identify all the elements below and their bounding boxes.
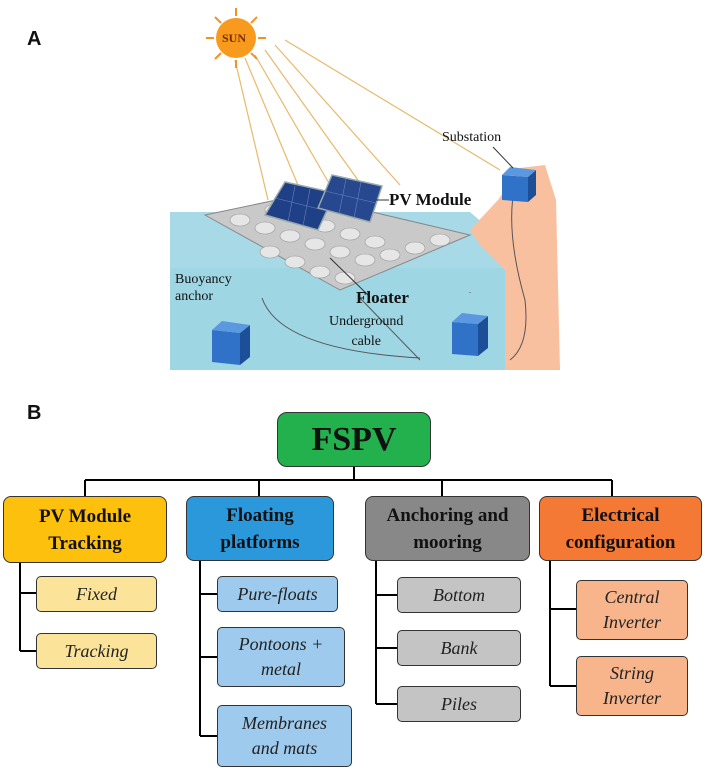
item-pontoons-metal: Pontoons + metal: [217, 627, 345, 687]
sun-label: SUN: [222, 31, 247, 45]
fspv-root-box: FSPV: [277, 412, 431, 467]
underground-cable-label: Underground cable: [329, 314, 404, 349]
item-string-inverter: String Inverter: [576, 656, 688, 716]
panel-a-label: A: [27, 28, 42, 50]
item-membranes-mats: Membranes and mats: [217, 705, 352, 767]
sun: [206, 8, 266, 68]
buoyancy-anchor-cube: [212, 321, 250, 365]
shore-bank: [470, 165, 560, 370]
item-central-inverter: Central Inverter: [576, 580, 688, 640]
cables: [261, 184, 527, 361]
category-pv-module-tracking: PV Module Tracking: [3, 496, 167, 563]
category-floating-platforms: Floating platforms: [186, 496, 334, 561]
category-electrical-configuration: Electrical configuration: [539, 496, 702, 561]
item-pure-floats: Pure-floats: [217, 576, 338, 612]
panel-b-label: B: [27, 402, 42, 424]
substation-cube: [502, 167, 536, 202]
category-anchoring-mooring: Anchoring and mooring: [365, 496, 530, 561]
item-bank: Bank: [397, 630, 521, 666]
sun-rays: [234, 39, 501, 201]
pointer-lines: [329, 146, 514, 298]
pv-module-label: PV Module: [389, 190, 472, 209]
item-tracking: Tracking: [36, 633, 157, 669]
pv-modules: [263, 174, 383, 231]
item-piles: Piles: [397, 686, 521, 722]
item-bottom: Bottom: [397, 577, 521, 613]
item-fixed: Fixed: [36, 576, 157, 612]
substation-label: Substation: [442, 130, 502, 145]
fspv-illustration: [170, 8, 560, 370]
buoyancy-anchor-label: Buoyancy anchor: [175, 272, 232, 304]
underground-anchor-cube: [452, 313, 488, 356]
sun-disc: [216, 18, 256, 58]
floater-label: Floater: [356, 288, 409, 307]
